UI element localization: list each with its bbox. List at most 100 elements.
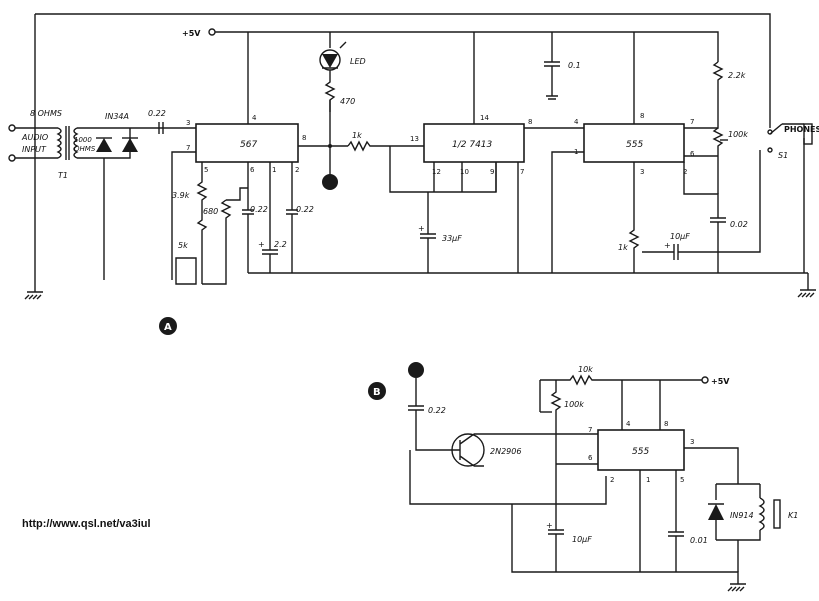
cap-label: 0.1 (568, 61, 581, 70)
input-impedance-label: 8 OHMS (30, 109, 62, 118)
diagram-b: B 0.22 2N2906 +5V 10k 100k 555 7 6 4 8 2… (368, 362, 798, 592)
ic-label: 1/2 7413 (452, 140, 493, 150)
pin-label: 6 (250, 166, 255, 174)
phones-label: PHONES (784, 125, 819, 134)
pot-label: 100k (564, 400, 584, 409)
transformer-label: OHMS (74, 145, 96, 153)
resistor-label: 470 (340, 97, 355, 106)
resistor-label: 10k (578, 365, 593, 374)
switch-icon[interactable] (767, 123, 783, 153)
led-label: LED (350, 57, 366, 66)
transformer-ref: T1 (58, 171, 68, 180)
supply-label-b: +5V (711, 377, 730, 386)
audio-input-label: AUDIO (21, 133, 48, 142)
badge-label: A (164, 322, 172, 333)
pin-label: 13 (410, 135, 419, 143)
plus-icon: + (418, 224, 425, 233)
pin-label: 8 (302, 134, 306, 142)
pin-label: 8 (528, 118, 532, 126)
badge-b (368, 382, 386, 400)
transistor-label: 2N2906 (490, 447, 521, 456)
ground-icon (24, 280, 43, 300)
pin-label: 14 (480, 114, 489, 122)
plus-icon: + (546, 521, 553, 530)
resistor-label: 1k (352, 131, 362, 140)
pin-label: 5 (680, 476, 684, 484)
pin-label: 7 (588, 426, 592, 434)
test-point (322, 174, 338, 190)
badge-label: B (373, 387, 381, 398)
cap-label: 33μF (442, 234, 462, 243)
pin-label: 3 (690, 438, 694, 446)
audio-input-label: INPUT (22, 145, 47, 154)
pot-label: 100k (728, 130, 748, 139)
supply-label-a: +5V (182, 29, 201, 38)
led-icon (319, 41, 347, 71)
cap-label: 2.2 (274, 240, 287, 249)
cap-label: 0.02 (730, 220, 748, 229)
source-url[interactable]: http://www.qsl.net/va3iul (22, 518, 151, 530)
pin-label: 3 (186, 119, 190, 127)
pin-label: 3 (640, 168, 644, 176)
pin-label: 7 (186, 144, 190, 152)
cap-label: 10μF (670, 232, 690, 241)
plus-icon: + (664, 241, 671, 250)
pot-label: 1k (618, 243, 628, 252)
pin-label: 8 (664, 420, 668, 428)
pin-label: 1 (272, 166, 276, 174)
cap-label: 10μF (572, 535, 592, 544)
supply-terminal (701, 376, 709, 384)
pin-label: 4 (574, 118, 579, 126)
pin-label: 6 (588, 454, 593, 462)
diode-label: IN34A (105, 112, 129, 121)
pin-label: 12 (432, 168, 441, 176)
pin-label: 4 (252, 114, 257, 122)
pin-label: 9 (490, 168, 494, 176)
ic-555-b (597, 429, 685, 471)
pin-label: 2 (610, 476, 614, 484)
diode-icon (708, 503, 724, 540)
pin-label: 7 (520, 168, 524, 176)
resistor-label: 3.9k (172, 191, 190, 200)
cap-label: 0.01 (690, 536, 708, 545)
diode-icon (96, 137, 138, 152)
ground-icon (727, 583, 746, 592)
plus-icon: + (258, 240, 265, 249)
cap-label: 0.22 (250, 205, 268, 214)
switch-label: S1 (778, 151, 788, 160)
ic-567 (195, 123, 299, 163)
pot-label: 5k (178, 241, 188, 250)
ic-label: 567 (240, 140, 257, 150)
diagram-a: +5V 8 OHMS AUDIO INPUT 1000 OHMS T1 (8, 13, 819, 335)
test-point (408, 362, 424, 378)
supply-terminal (208, 28, 216, 36)
pin-label: 7 (690, 118, 694, 126)
pin-label: 2 (295, 166, 299, 174)
diode-label: IN914 (730, 511, 754, 520)
pin-label: 5 (204, 166, 208, 174)
transformer-label: 1000 (74, 136, 92, 144)
resistor-label: 680 (203, 207, 218, 216)
relay-icon (758, 497, 781, 531)
pin-label: 2 (683, 168, 687, 176)
ic-label: 555 (626, 140, 643, 150)
cap-label: 0.22 (148, 109, 166, 118)
resistor-label: 2.2k (728, 71, 746, 80)
cap-label: 0.22 (428, 406, 446, 415)
audio-input-terminal (8, 154, 16, 162)
pin-label: 4 (626, 420, 631, 428)
relay-label: K1 (788, 511, 798, 520)
transistor-icon (451, 433, 485, 467)
headphones-icon (803, 123, 813, 145)
audio-input-terminal (8, 124, 16, 132)
transformer-icon (56, 126, 79, 160)
pin-label: 1 (646, 476, 650, 484)
pin-label: 10 (460, 168, 469, 176)
pin-label: 8 (640, 112, 644, 120)
badge-a (159, 317, 177, 335)
ground-icon (797, 273, 816, 298)
ic-label: 555 (632, 447, 649, 457)
cap-label: 0.22 (296, 205, 314, 214)
